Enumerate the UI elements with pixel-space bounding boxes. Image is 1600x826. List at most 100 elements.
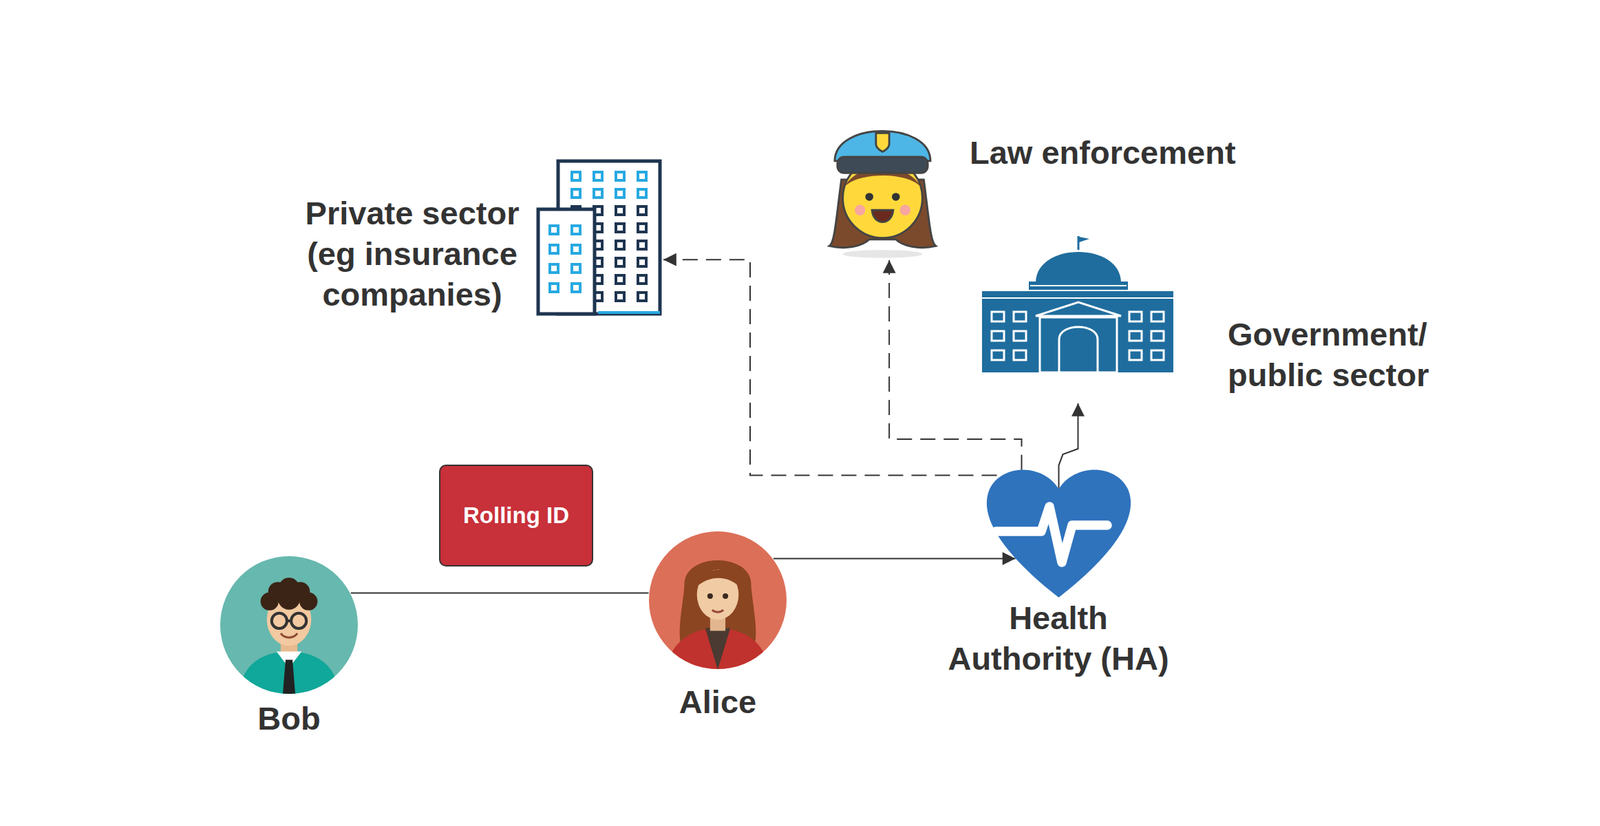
government-building-icon-part [991, 311, 1005, 322]
health-heart-icon [981, 463, 1137, 601]
government-building-icon-part [982, 291, 1174, 373]
connector-line [350, 592, 649, 594]
police-officer-icon-part [871, 209, 894, 222]
office-building-icon-part [549, 225, 559, 234]
office-building-icon-part [615, 292, 625, 301]
office-building-icon-part [536, 158, 664, 317]
box-text: Rolling ID [463, 502, 570, 529]
office-building-icon-part [637, 258, 647, 267]
office-building-icon-part [571, 283, 581, 292]
government-building-icon-part [1129, 331, 1142, 341]
government-building-icon-part [991, 331, 1005, 341]
government-building-icon-part [1013, 331, 1027, 341]
alice-avatar-part [712, 609, 724, 612]
bob-avatar-part [299, 592, 318, 611]
office-building-icon-part [549, 283, 559, 292]
office-building-icon-part [615, 206, 625, 215]
government-building-icon-part [1028, 281, 1128, 290]
office-building-icon-part [593, 172, 603, 181]
bob-avatar-part [291, 613, 307, 629]
government-building-icon-part [1151, 331, 1164, 341]
dashed-arrow [663, 259, 998, 475]
government-building-icon-part [982, 297, 1174, 299]
node-label-text: Alice [614, 681, 821, 722]
health-heart-icon-part [995, 506, 1108, 563]
connector-line [773, 557, 1016, 559]
node-label: Government/ public sector [1227, 313, 1448, 396]
health-heart-icon-part [981, 463, 1137, 598]
office-building-icon-part [637, 292, 647, 301]
law-enforcement-node: Law enforcement [816, 112, 949, 261]
node-label-text: Health Authority (HA) [941, 597, 1176, 679]
office-building-icon-part [637, 223, 647, 232]
node-label: Private sector (eg insurance companies) [295, 192, 530, 315]
node-label-text: Bob [185, 697, 393, 739]
office-building-icon-part [637, 172, 647, 181]
health-authority-node: Health Authority (HA) [981, 463, 1137, 598]
office-building-icon-part [571, 172, 581, 181]
government-building-icon-part [1129, 311, 1142, 322]
alice-avatar [648, 530, 788, 673]
office-building-icon-part [549, 264, 559, 273]
private-sector-node: Private sector (eg insurance companies) [536, 158, 664, 317]
office-building-icon [536, 158, 664, 320]
government-building-icon-part [1151, 311, 1164, 322]
bob-avatar-part [271, 613, 287, 629]
rolling-id-box: Rolling ID [439, 464, 594, 567]
government-building-icon-part [982, 234, 1174, 373]
alice-avatar-part [648, 530, 788, 670]
alice-avatar-part [722, 593, 729, 599]
node-label-text: Private sector (eg insurance companies) [295, 192, 530, 315]
office-building-icon-part [571, 244, 581, 254]
police-officer-icon-part [816, 112, 949, 261]
police-officer-icon [816, 112, 949, 263]
office-building-icon-part [615, 223, 625, 232]
government-building-icon-part [991, 350, 1005, 360]
node-label-text: Law enforcement [969, 132, 1300, 173]
alice-avatar-part [697, 569, 741, 588]
bob-avatar-part [278, 587, 301, 610]
office-building-icon-part [615, 172, 625, 181]
office-building-icon-part [549, 244, 559, 254]
police-officer-icon-part [837, 156, 928, 173]
alice-node: Alice [648, 530, 788, 670]
bob-avatar-part [282, 659, 296, 696]
police-officer-icon-part [876, 132, 890, 152]
police-officer-icon-part [865, 192, 874, 201]
government-building-icon-part [1151, 350, 1164, 360]
police-officer-icon-part [891, 192, 901, 201]
bob-avatar-part [219, 555, 359, 695]
office-building-icon-part [615, 240, 625, 250]
government-building-icon [982, 234, 1174, 376]
office-building-icon-part [637, 189, 647, 198]
alice-avatar-part [666, 560, 769, 670]
office-building-icon-part [615, 189, 625, 198]
office-building-icon-part [571, 225, 581, 234]
node-label: Health Authority (HA) [941, 597, 1176, 679]
government-building-icon-part [1129, 350, 1142, 360]
node-label-text: Government/ public sector [1227, 313, 1448, 396]
office-building-icon-part [637, 206, 647, 215]
government-node: Government/ public sector [982, 234, 1174, 404]
alice-avatar-part [666, 627, 769, 670]
health-heart-icon-part [986, 469, 1131, 598]
government-building-icon-part [1035, 302, 1122, 316]
police-officer-icon-part [854, 205, 866, 216]
node-label: Alice [614, 681, 821, 722]
alice-avatar-part [707, 593, 713, 599]
office-building-icon-part [571, 264, 581, 273]
bob-avatar-part [286, 619, 292, 623]
office-building-icon-part [571, 189, 581, 198]
office-building-icon-part [593, 189, 603, 198]
government-building-icon-part [1035, 251, 1122, 283]
bob-avatar-part [238, 577, 339, 695]
office-building-icon-part [615, 275, 625, 284]
office-building-icon-part [637, 240, 647, 250]
bob-avatar-part [238, 651, 339, 695]
bob-avatar [219, 555, 359, 698]
office-building-icon-part [615, 258, 625, 267]
bob-node: Bob [219, 555, 359, 695]
government-building-icon-part [1013, 350, 1027, 360]
